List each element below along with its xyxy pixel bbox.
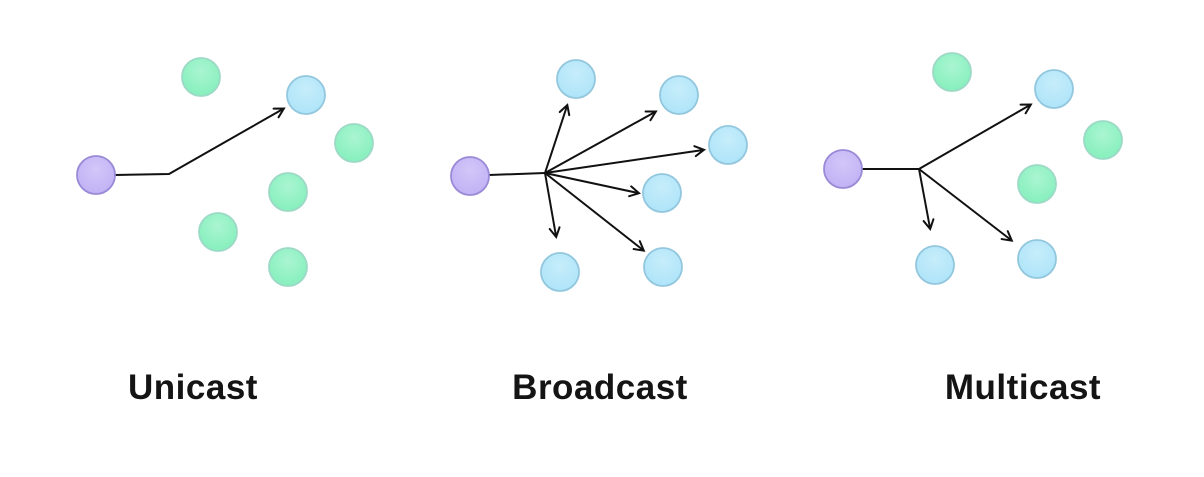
receiver-node-blue-broadcast (642, 173, 682, 213)
receiver-node-blue-broadcast (556, 59, 596, 99)
panel-label-broadcast: Broadcast (512, 368, 688, 407)
panel-multicast (823, 52, 1123, 285)
source-node-purple-broadcast (450, 156, 490, 196)
panel-label-unicast: Unicast (128, 368, 258, 407)
receiver-node-green-multicast (1083, 120, 1123, 160)
receiver-node-green-multicast (932, 52, 972, 92)
receiver-node-blue-multicast (915, 245, 955, 285)
receiver-node-blue-unicast (286, 75, 326, 115)
receiver-node-green-unicast (268, 247, 308, 287)
transmission-arrow-unicast (114, 107, 286, 176)
receiver-node-green-multicast (1017, 164, 1057, 204)
panel-label-multicast: Multicast (944, 368, 1102, 407)
source-node-purple-multicast (823, 149, 863, 189)
transmission-arrow-multicast (918, 103, 1033, 170)
transmission-arrow-broadcast (544, 172, 646, 252)
transmission-line-broadcast (488, 172, 546, 176)
transmission-arrow-broadcast (544, 103, 571, 174)
receiver-node-blue-broadcast (540, 252, 580, 292)
receiver-node-blue-broadcast (643, 247, 683, 287)
receiver-node-blue-broadcast (659, 75, 699, 115)
receiver-node-blue-multicast (1034, 69, 1074, 109)
panel-broadcast (450, 59, 748, 292)
transmission-arrow-multicast (918, 168, 1014, 242)
receiver-node-blue-broadcast (708, 125, 748, 165)
receiver-node-green-unicast (268, 172, 308, 212)
receiver-node-green-unicast (334, 123, 374, 163)
transmission-arrow-broadcast (544, 172, 641, 198)
panel-unicast (76, 57, 374, 287)
receiver-node-blue-multicast (1017, 239, 1057, 279)
receiver-node-green-unicast (198, 212, 238, 252)
source-node-purple-unicast (76, 155, 116, 195)
transmission-arrow-multicast (918, 168, 935, 232)
transmission-arrow-broadcast (544, 172, 561, 240)
receiver-node-green-unicast (181, 57, 221, 97)
transmission-arrow-broadcast (544, 110, 658, 174)
transmission-arrow-broadcast (544, 145, 707, 174)
